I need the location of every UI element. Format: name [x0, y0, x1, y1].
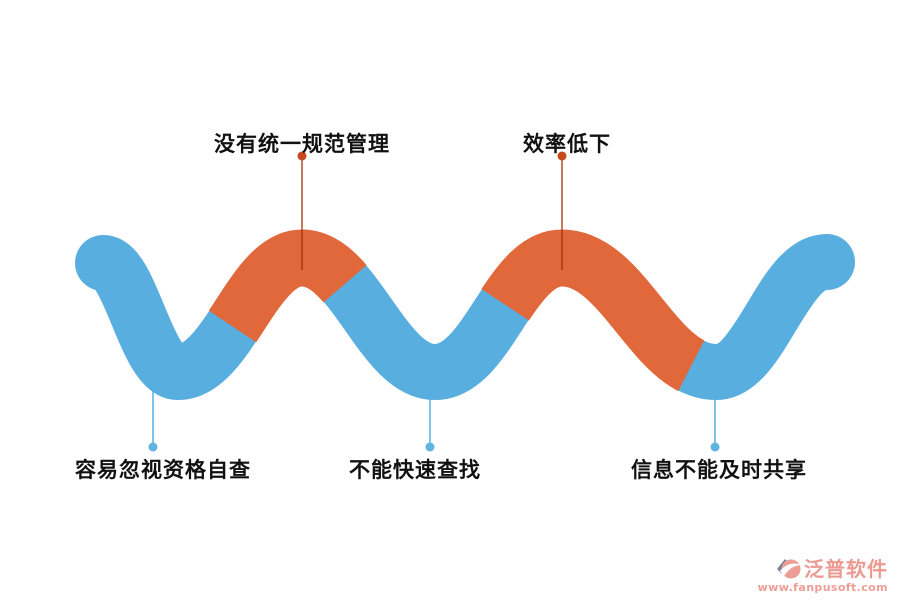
fanpu-logo-icon [777, 559, 802, 579]
marker-dots [148, 151, 720, 452]
watermark-url-text: www.fanpusoft.com [757, 581, 888, 595]
issue-label-no-unified-management: 没有统一规范管理 [214, 132, 390, 156]
issue-label-low-efficiency: 效率低下 [523, 132, 611, 156]
watermark-brand-text: 泛普软件 [804, 556, 888, 581]
dot-top-1 [297, 151, 307, 161]
process-wave-base [75, 229, 855, 401]
issue-label-overlook-self-check: 容易忽视资格自查 [75, 458, 251, 482]
dot-bottom-1 [148, 442, 158, 452]
dot-top-2 [557, 151, 567, 161]
dot-bottom-3 [710, 442, 720, 452]
issue-label-cannot-search-quickly: 不能快速查找 [349, 458, 481, 482]
issue-label-info-not-shared: 信息不能及时共享 [631, 458, 807, 482]
top-leader-lines [301, 160, 563, 270]
dot-bottom-2 [425, 442, 435, 452]
fanpu-watermark: 泛普软件 www.fanpusoft.com [758, 557, 888, 594]
